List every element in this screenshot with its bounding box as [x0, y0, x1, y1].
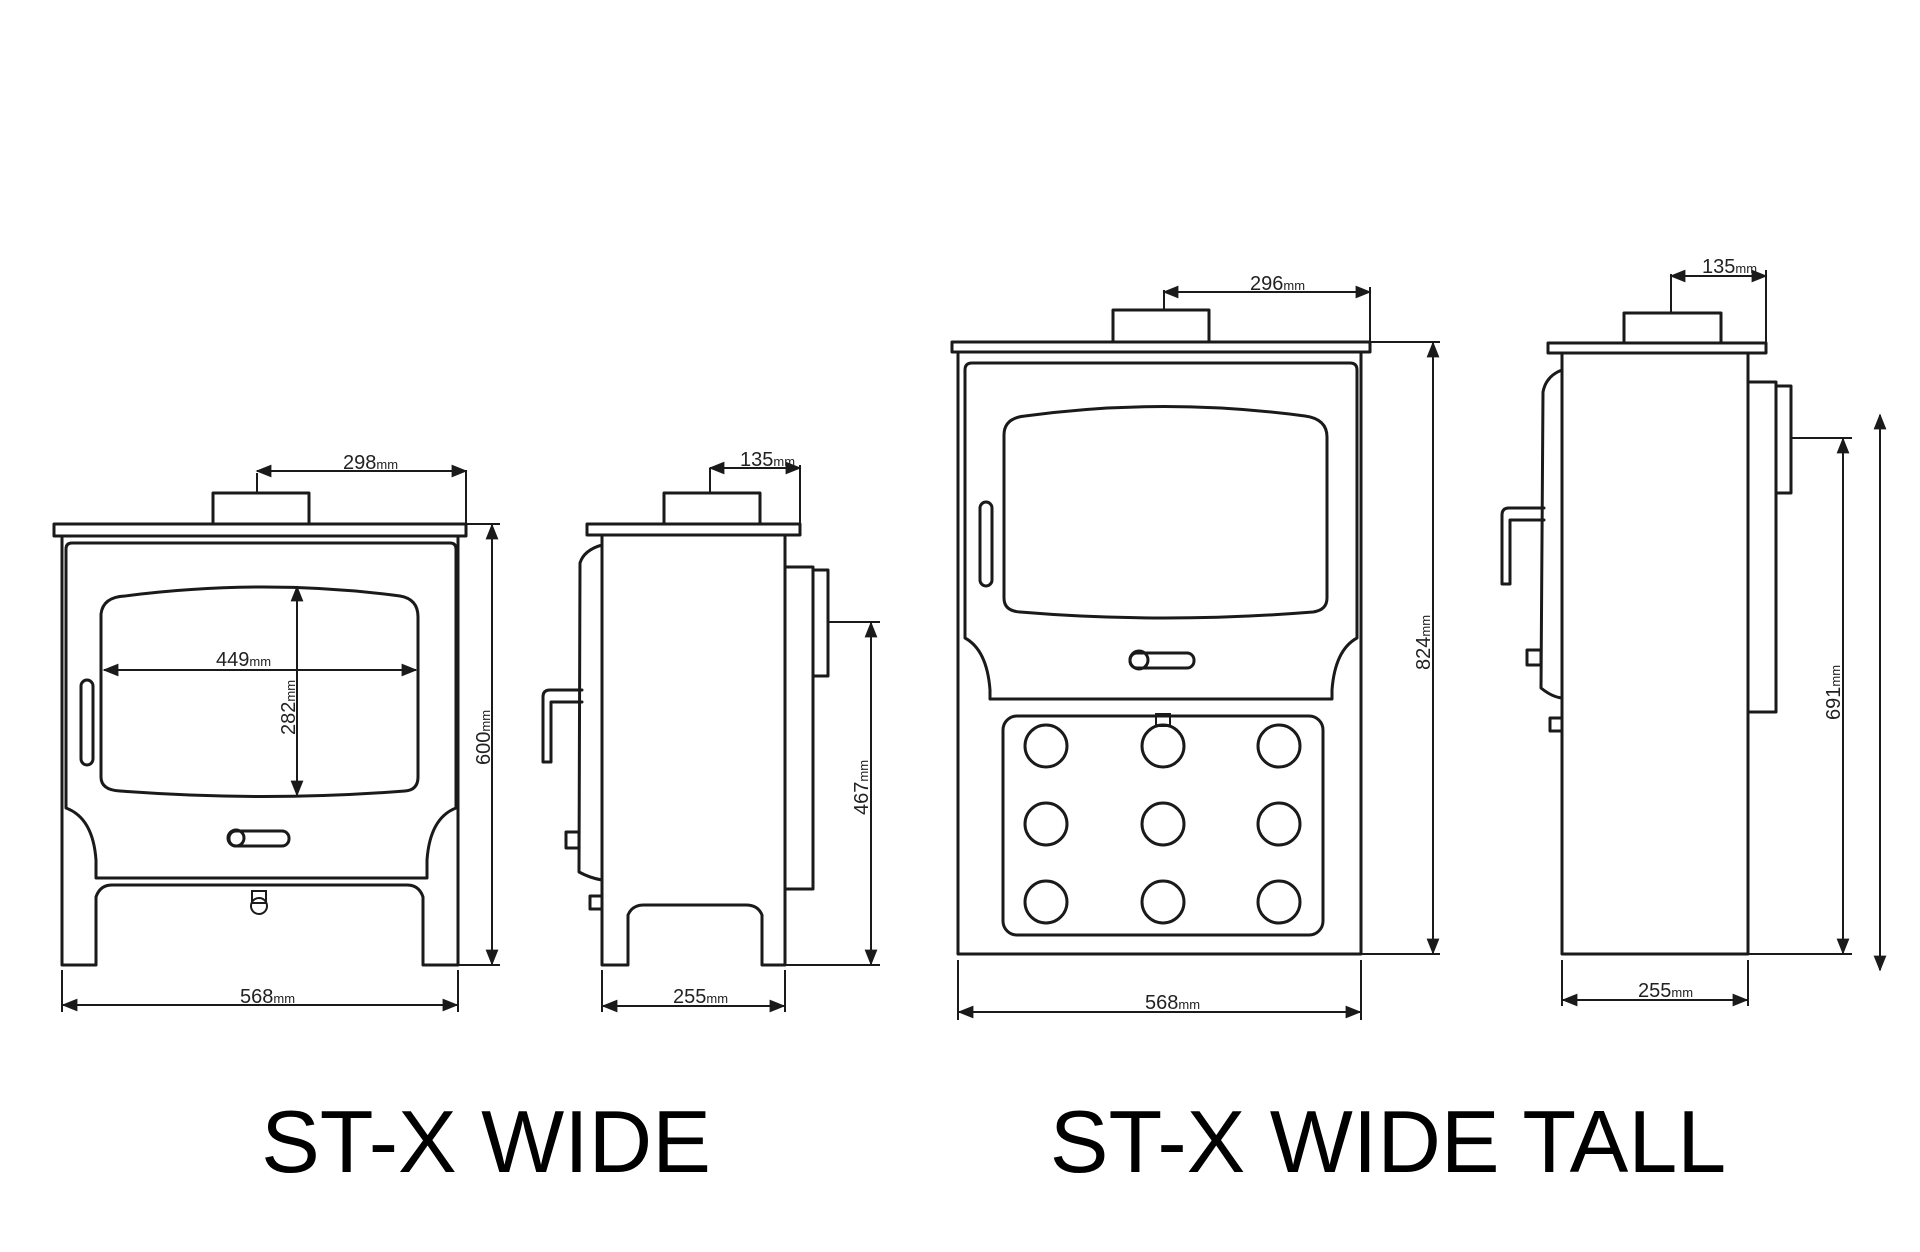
stx-wide-tall-front-view — [950, 308, 1372, 956]
stove-body — [1560, 351, 1750, 956]
flue-collar — [211, 491, 311, 526]
door-handle — [978, 500, 994, 588]
dim-wide-glass-width: 449mm — [216, 649, 271, 671]
air-control — [227, 829, 291, 848]
dim-tall-side-flue-offset: 135mm — [1702, 256, 1757, 278]
product-title-stx-wide: ST-X WIDE — [261, 1092, 711, 1191]
stx-wide-tall-side-view — [1500, 311, 1793, 956]
dim-wide-side-flue-height: 467mm — [851, 760, 873, 815]
stove-body — [600, 533, 787, 967]
door-profile — [577, 543, 604, 882]
top-plate — [585, 522, 802, 537]
flue-collar — [1622, 311, 1723, 345]
dim-wide-side-depth: 255mm — [673, 986, 728, 1008]
door — [64, 541, 458, 880]
stx-wide-front-view — [52, 491, 468, 967]
dim-wide-glass-height: 282mm — [278, 680, 300, 735]
door — [963, 361, 1359, 701]
top-plate — [52, 522, 468, 538]
rear-heat-shield — [1746, 380, 1778, 714]
door-profile — [1539, 368, 1564, 700]
dim-wide-height: 600mm — [473, 710, 495, 765]
vent-holes — [1023, 723, 1302, 925]
dim-wide-flue-width: 298mm — [343, 452, 398, 474]
dimension-lines — [61, 269, 1887, 1020]
stx-wide-side-view — [541, 491, 830, 967]
rear-outlet — [811, 568, 830, 678]
log-store-panel — [1001, 714, 1325, 937]
stove-body — [956, 350, 1363, 956]
glass-panel — [99, 585, 420, 798]
side-handle — [1500, 506, 1546, 586]
stove-body — [60, 534, 460, 967]
dim-wide-side-flue-offset: 135mm — [740, 449, 795, 471]
dim-tall-side-flue-height: 691mm — [1823, 665, 1845, 720]
dim-tall-flue-width: 296mm — [1250, 273, 1305, 295]
flue-collar — [1111, 308, 1211, 344]
rear-outlet — [1774, 384, 1793, 495]
rear-heat-shield — [783, 565, 815, 891]
dim-tall-width: 568mm — [1145, 992, 1200, 1014]
glass-panel — [1002, 405, 1329, 620]
dim-wide-width: 568mm — [240, 986, 295, 1008]
flue-collar — [662, 491, 762, 526]
air-control — [1128, 651, 1196, 670]
side-handle — [541, 688, 584, 764]
dim-tall-height: 824mm — [1413, 615, 1435, 670]
dim-tall-side-depth: 255mm — [1638, 980, 1693, 1002]
product-title-stx-wide-tall: ST-X WIDE TALL — [1050, 1092, 1726, 1191]
door-handle — [79, 678, 95, 767]
dimension-labels: 298mm 449mm 282mm 600mm 568mm 135mm 467m… — [216, 256, 1845, 1014]
